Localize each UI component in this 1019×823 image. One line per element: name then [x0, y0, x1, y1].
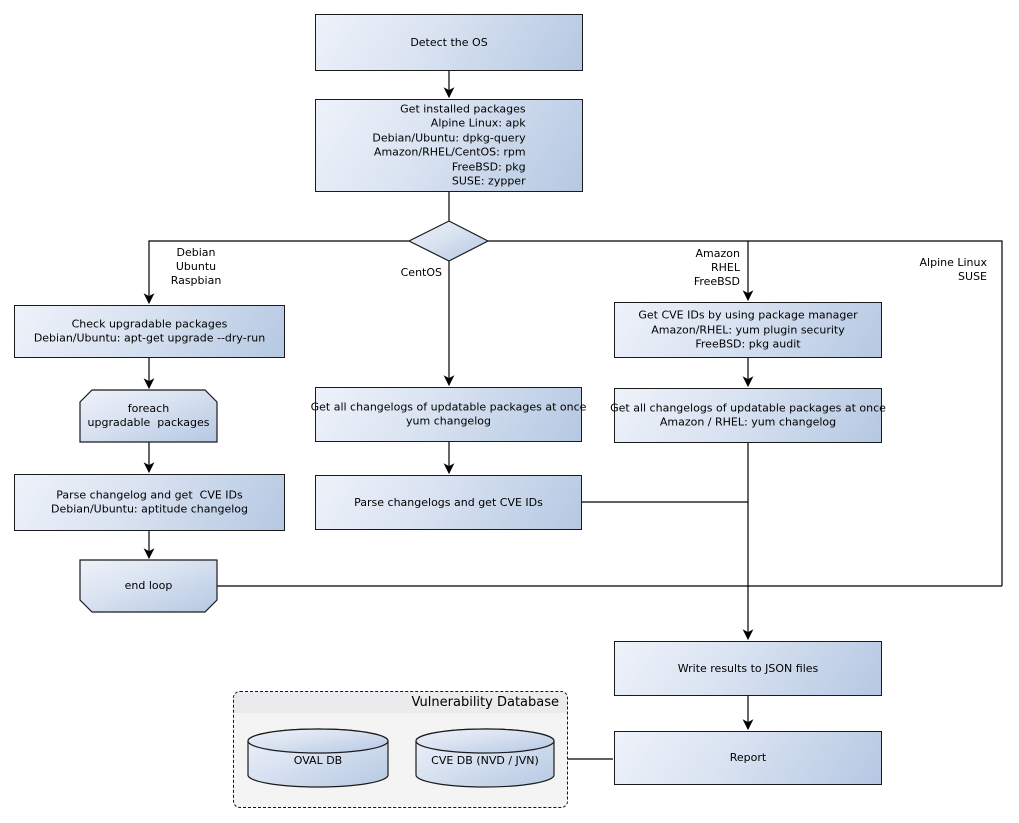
foreach-loop-label: foreach upgradable packages [87, 401, 210, 430]
node-get-changelogs-centos: Get all changelogs of updatable packages… [311, 387, 586, 442]
cve-db-cylinder [415, 728, 555, 788]
node-get-changelogs-amazon-rhel: Get all changelogs of updatable packages… [610, 388, 886, 443]
branch-label-alpine: Alpine Linux SUSE [919, 256, 988, 283]
node-check-upgradable-packages-label: Check upgradable packages Debian/Ubuntu:… [33, 317, 266, 345]
branch-label-amazon: Amazon RHEL FreeBSD [693, 247, 740, 288]
cve-db-label: CVE DB (NVD / JVN) [431, 753, 539, 767]
oval-db-label: OVAL DB [293, 753, 343, 767]
os-decision-diamond [407, 220, 490, 262]
node-parse-changelog-deb-label: Parse changelog and get CVE IDs Debian/U… [50, 488, 249, 516]
oval-db-cylinder [247, 728, 389, 788]
node-report-label: Report [729, 750, 767, 764]
end-loop-label: end loop [124, 578, 173, 592]
node-write-results-json-label: Write results to JSON files [677, 661, 819, 675]
node-detect-os-label: Detect the OS [410, 35, 488, 49]
edge-diamond-to-alpine-branch [488, 240, 1003, 586]
node-get-cve-ids-package-manager-label: Get CVE IDs by using package manager Ama… [638, 308, 858, 351]
node-get-installed-packages-label: Get installed packages Alpine Linux: apk… [372, 102, 526, 188]
branch-label-centos: CentOS [400, 266, 442, 279]
foreach-loop-shape [79, 389, 218, 443]
edge-diamond-to-check-upgradable [143, 240, 409, 305]
node-get-changelogs-centos-label: Get all changelogs of updatable packages… [310, 400, 587, 428]
node-get-changelogs-amazon-rhel-label: Get all changelogs of updatable packages… [610, 401, 886, 429]
node-detect-os: Detect the OS [315, 14, 583, 71]
vulnerability-database-title: Vulnerability Database [411, 695, 559, 710]
node-parse-changelogs-centos-label: Parse changelogs and get CVE IDs [354, 495, 543, 509]
end-loop-shape [79, 559, 218, 613]
node-write-results-json: Write results to JSON files [614, 641, 882, 696]
node-get-installed-packages: Get installed packages Alpine Linux: apk… [315, 99, 583, 192]
node-check-upgradable-packages: Check upgradable packages Debian/Ubuntu:… [14, 305, 285, 358]
node-get-cve-ids-package-manager: Get CVE IDs by using package manager Ama… [614, 302, 882, 358]
node-parse-changelog-deb: Parse changelog and get CVE IDs Debian/U… [14, 474, 285, 531]
branch-label-debian: Debian Ubuntu Raspbian [170, 246, 222, 287]
node-report: Report [614, 731, 882, 785]
vulnerability-database-header: Vulnerability Database [234, 692, 567, 713]
node-parse-changelogs-centos: Parse changelogs and get CVE IDs [315, 475, 582, 530]
